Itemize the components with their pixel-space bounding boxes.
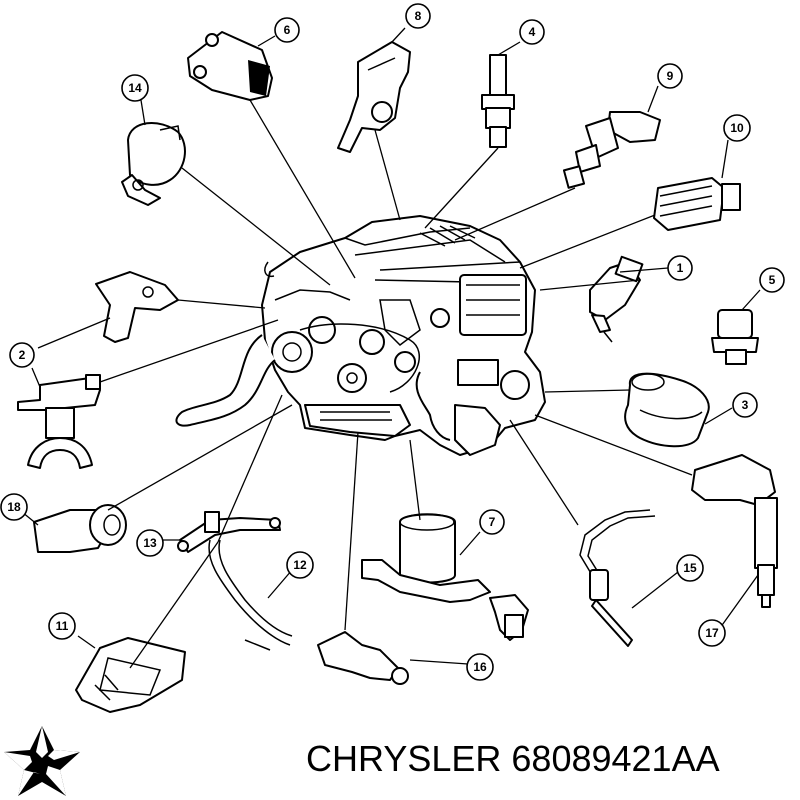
callout-18: 18 <box>0 493 28 521</box>
callout-12-label: 12 <box>293 558 307 572</box>
part-5-sensor <box>711 309 759 365</box>
part-2-cam-sensor <box>95 271 179 343</box>
part-6-map-sensor <box>187 31 273 101</box>
part-7-sensor-assembly <box>361 513 529 641</box>
part-1-sensor <box>589 255 644 343</box>
part-4-sensor <box>481 54 515 148</box>
chrysler-pentastar-icon <box>4 726 80 796</box>
callout-16-label: 16 <box>473 660 487 674</box>
callout-15: 15 <box>676 554 704 582</box>
callout-13-label: 13 <box>143 536 157 550</box>
part-3-maf-sensor <box>624 372 710 448</box>
callout-2: 2 <box>9 342 35 368</box>
callout-3: 3 <box>732 392 758 418</box>
callout-8-label: 8 <box>415 9 422 23</box>
callout-11-label: 11 <box>56 619 69 633</box>
callout-9-label: 9 <box>667 69 674 83</box>
callout-2-label: 2 <box>19 348 26 362</box>
callout-5-label: 5 <box>769 273 776 287</box>
part-number-caption: CHRYSLER 68089421AA <box>306 738 720 779</box>
callout-17-label: 17 <box>705 626 719 640</box>
part-10-pressure-sensor <box>653 177 741 231</box>
leader-lines <box>21 27 761 669</box>
callout-16: 16 <box>466 653 494 681</box>
part-16-speed-sensor <box>317 631 409 685</box>
callout-12: 12 <box>286 551 314 579</box>
part-17-ignition-coil <box>691 454 778 608</box>
callout-1-label: 1 <box>677 261 684 275</box>
callout-18-label: 18 <box>7 500 21 514</box>
callout-5: 5 <box>759 267 785 293</box>
part-9-temp-sensor <box>562 111 661 189</box>
part-8-cam-sensor <box>337 41 411 153</box>
part-18-sensor <box>33 504 127 553</box>
callout-11: 11 <box>48 612 76 640</box>
callout-8: 8 <box>405 3 431 29</box>
part-14-connector <box>121 121 186 206</box>
callout-14-label: 14 <box>128 81 142 95</box>
part-12-harness <box>208 539 293 651</box>
engine-illustration <box>175 215 546 456</box>
callout-1: 1 <box>667 255 693 281</box>
callout-17: 17 <box>698 619 726 647</box>
callout-14: 14 <box>121 74 149 102</box>
part-13-connector <box>177 511 281 553</box>
callout-4-label: 4 <box>529 25 536 39</box>
callout-10-label: 10 <box>730 121 744 135</box>
callout-3-label: 3 <box>742 398 749 412</box>
callout-9: 9 <box>657 63 683 89</box>
callout-7-label: 7 <box>489 515 496 529</box>
callout-4: 4 <box>519 19 545 45</box>
callout-13: 13 <box>136 529 164 557</box>
part-15-temp-probe <box>579 509 656 647</box>
callout-6-label: 6 <box>284 23 291 37</box>
callout-7: 7 <box>479 509 505 535</box>
part-2-crank-sensor <box>17 374 101 469</box>
callout-6: 6 <box>274 17 300 43</box>
part-11-module <box>75 637 186 713</box>
callout-10: 10 <box>723 114 751 142</box>
callout-15-label: 15 <box>683 561 697 575</box>
